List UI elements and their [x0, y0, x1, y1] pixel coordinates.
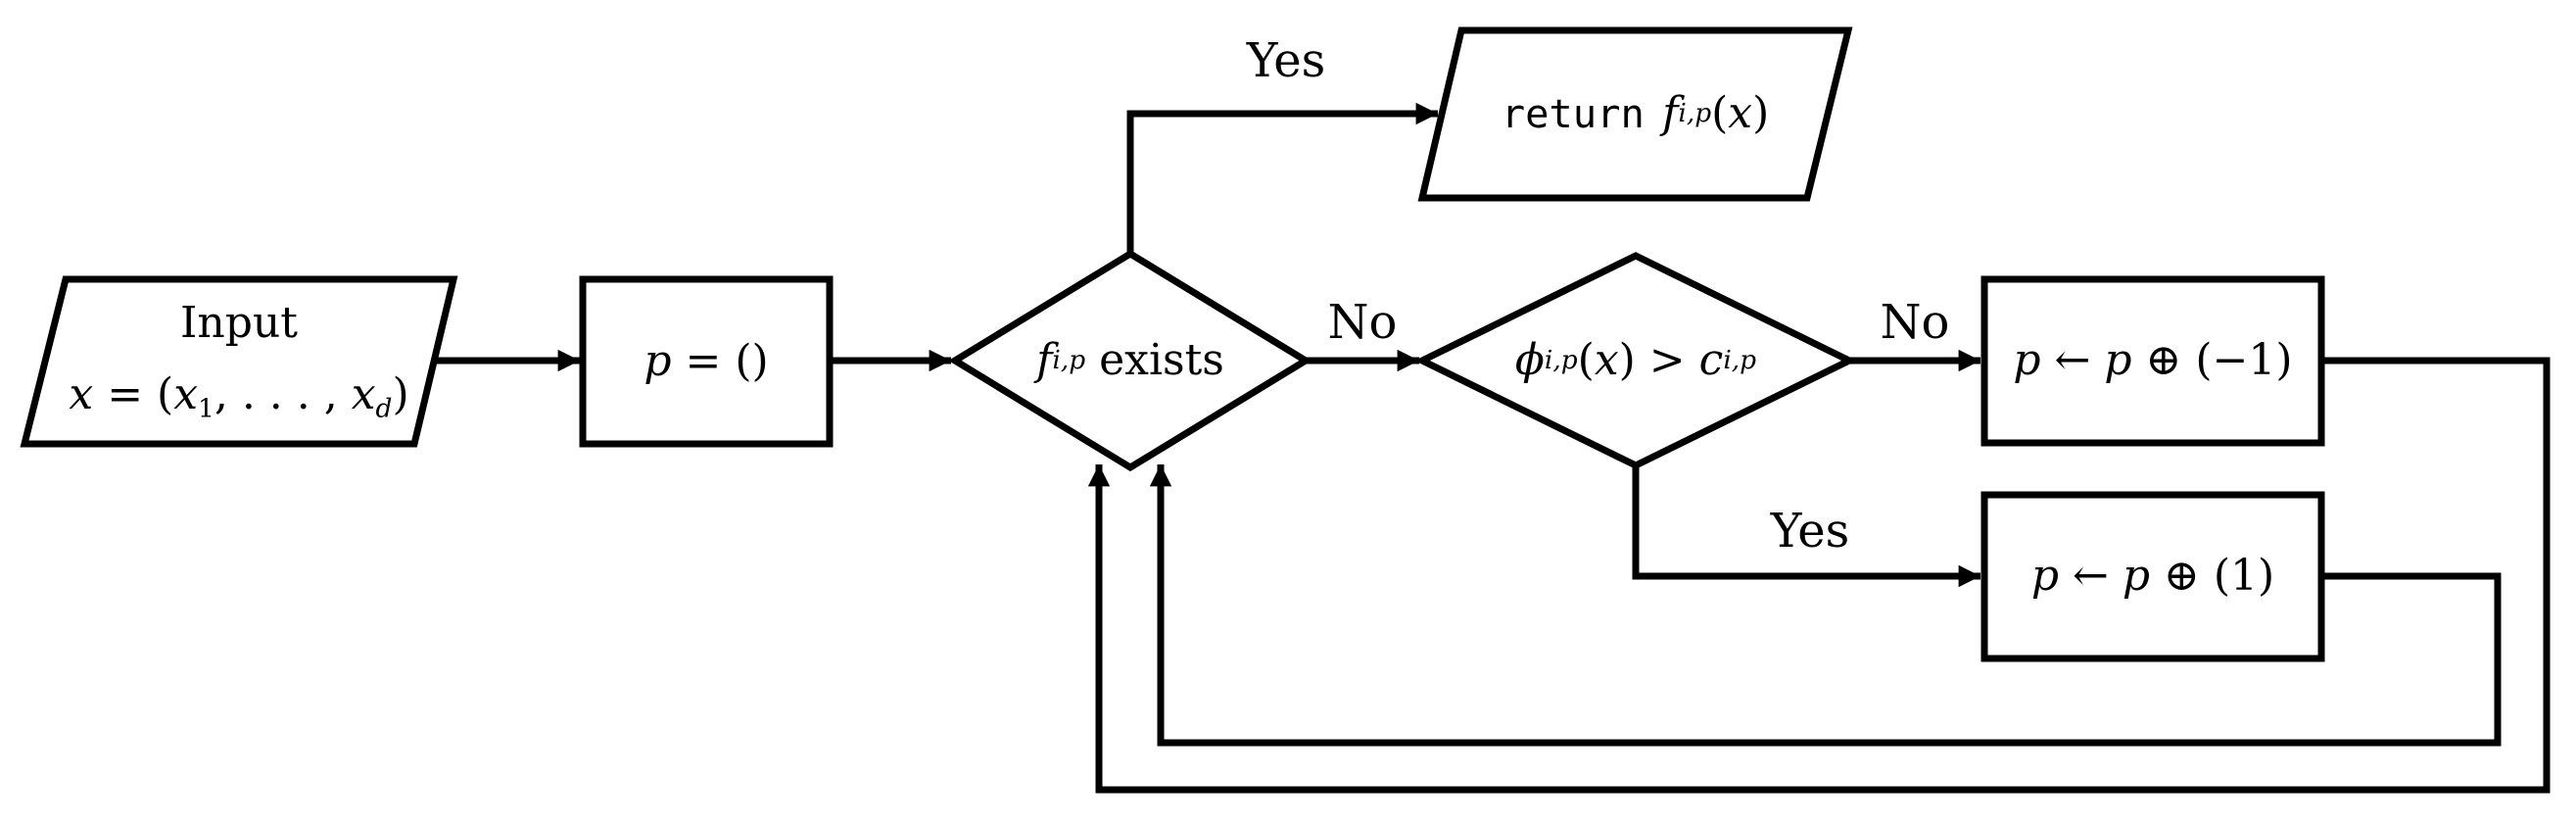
edge-append-neg-loopback — [1087, 357, 2551, 794]
input-expression: x = (x1, . . . , xd) — [69, 368, 409, 424]
edge-check-exists-yes-to-return — [1126, 102, 1438, 257]
edge-label-yes-bottom: Yes — [1770, 504, 1850, 559]
append-neg-label: p ← p ⊕ (−1) — [2013, 335, 2293, 386]
input-node-shape — [20, 275, 458, 448]
edge-label-yes-top: Yes — [1246, 33, 1326, 88]
append-neg-node-shape — [1980, 275, 2325, 447]
edge-label-no-right: No — [1880, 295, 1950, 350]
input-node-label: Input x = (x1, . . . , xd) — [24, 281, 453, 442]
edge-label-no-mid: No — [1327, 295, 1398, 350]
edge-compare-yes-to-append-pos — [1632, 462, 1980, 588]
input-title: Input — [180, 298, 298, 349]
return-node-shape — [1417, 26, 1853, 202]
edge-append-pos-loopback — [1149, 464, 2502, 747]
init-node-label: p = () — [644, 335, 769, 386]
append-pos-label: p ← p ⊕ (1) — [2030, 551, 2275, 602]
